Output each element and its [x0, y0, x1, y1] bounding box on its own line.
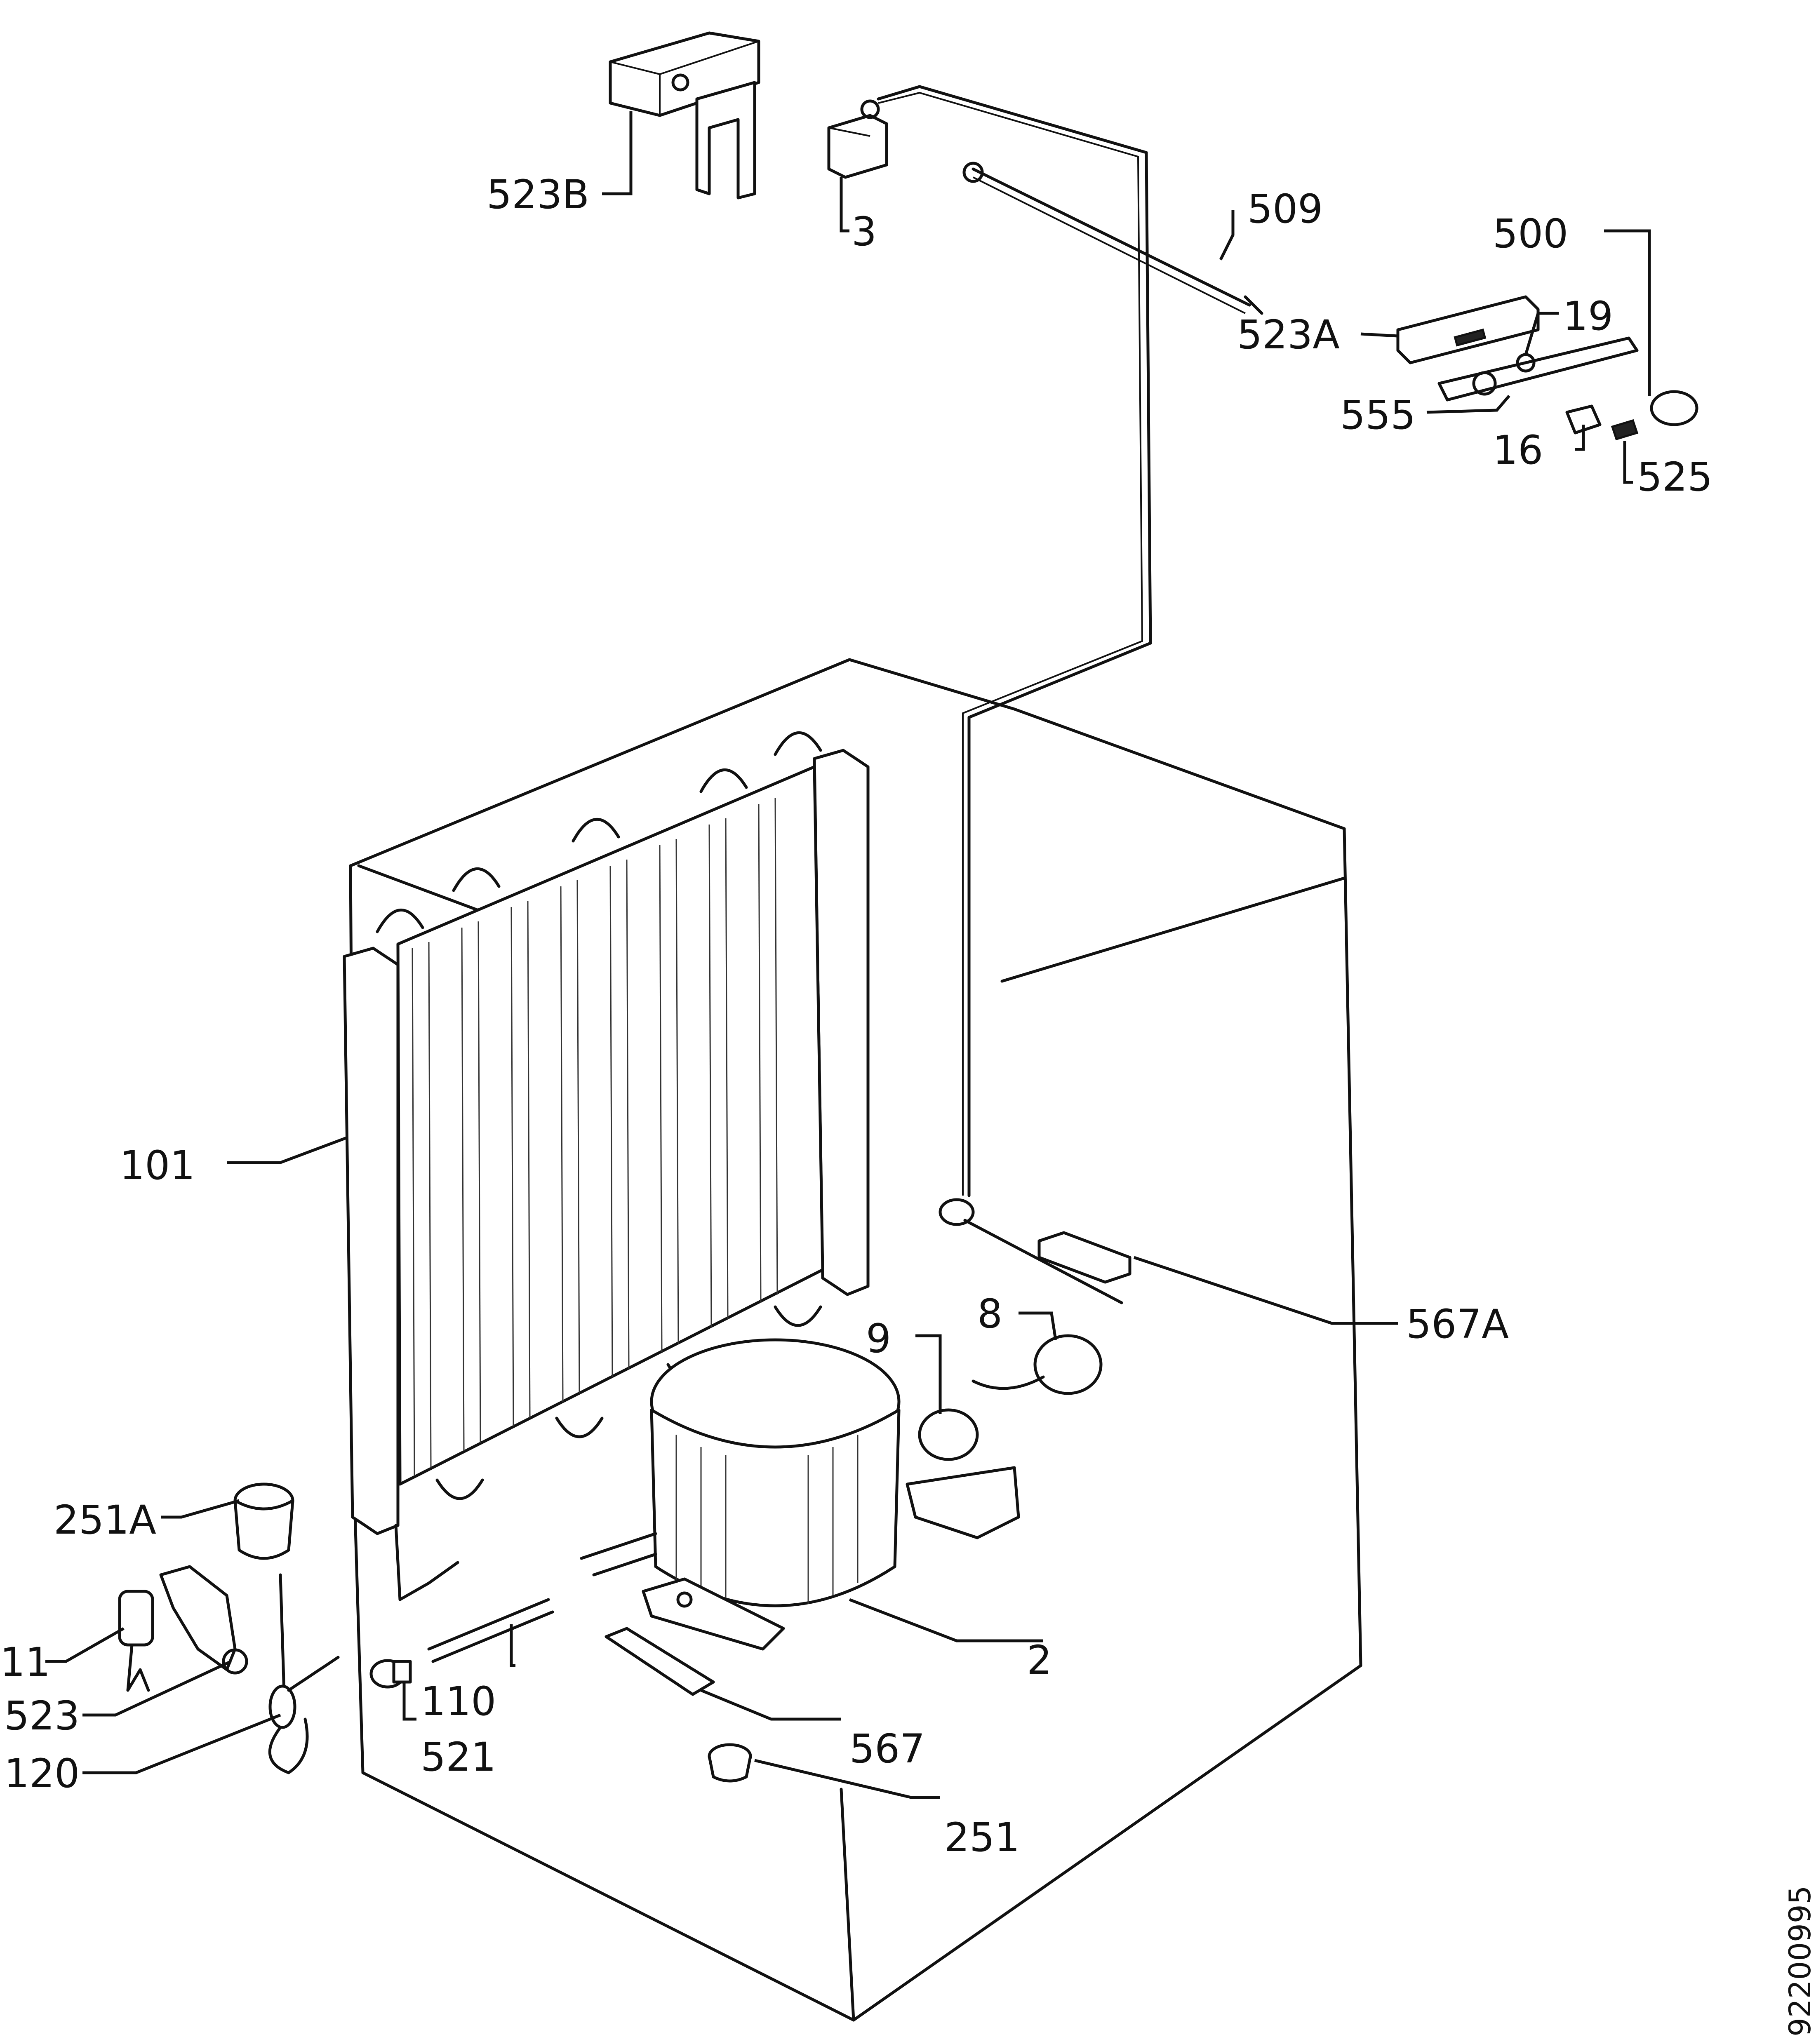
label-523a: 523A — [1237, 312, 1340, 358]
plug-521 — [369, 1659, 412, 1689]
label-251: 251 — [944, 1814, 1020, 1861]
label-525: 525 — [1637, 454, 1712, 500]
starter-relay — [906, 1408, 1020, 1539]
label-11: 11 — [0, 1639, 50, 1685]
clip-567a — [1037, 1231, 1131, 1284]
label-251a: 251A — [54, 1497, 156, 1543]
label-19: 19 — [1563, 293, 1613, 339]
leader-lines — [45, 111, 1651, 1799]
label-120: 120 — [4, 1750, 80, 1797]
bracket-523 — [159, 1565, 248, 1675]
label-500: 500 — [1493, 211, 1568, 257]
label-567a: 567A — [1406, 1301, 1509, 1347]
label-2: 2 — [1027, 1637, 1052, 1683]
label-523: 523 — [4, 1693, 80, 1739]
label-567: 567 — [849, 1726, 925, 1772]
label-110: 110 — [421, 1678, 496, 1724]
label-523b: 523B — [487, 172, 589, 218]
bracket-523b — [609, 31, 760, 200]
label-3: 3 — [852, 209, 877, 255]
capillary-tube — [877, 85, 1251, 1304]
doc-number: 92200995 — [1783, 1886, 1816, 2037]
compressor — [580, 1338, 901, 1696]
capacitor-11 — [118, 1590, 154, 1692]
callout-labels: 523B 3 509 500 523A 19 555 16 525 101 56… — [0, 172, 1712, 1861]
label-521: 521 — [421, 1734, 496, 1780]
overload-protector — [972, 1334, 1103, 1395]
label-16: 16 — [1493, 427, 1543, 473]
label-509: 509 — [1247, 186, 1323, 232]
label-9: 9 — [866, 1316, 891, 1362]
tube-110 — [427, 1598, 554, 1663]
label-555: 555 — [1340, 392, 1416, 438]
fuse-120 — [268, 1573, 340, 1774]
thermostat — [827, 99, 888, 179]
grommet-251 — [708, 1743, 752, 1783]
label-8: 8 — [977, 1291, 1002, 1337]
grommet-251a — [233, 1482, 294, 1560]
condenser-coil — [343, 731, 870, 1601]
control-assembly — [1244, 295, 1698, 441]
label-101: 101 — [120, 1142, 195, 1189]
